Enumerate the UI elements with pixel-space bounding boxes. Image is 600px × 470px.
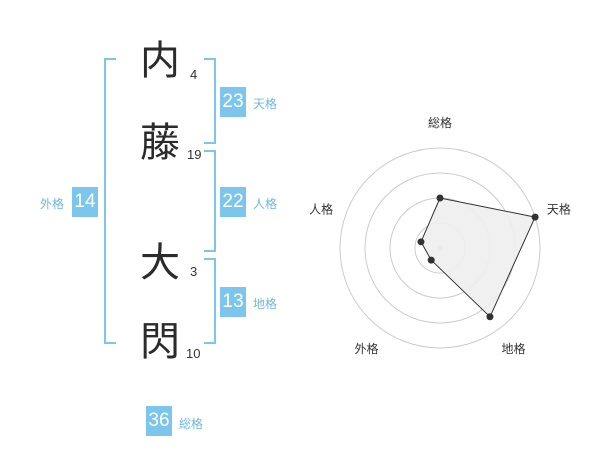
radar-point-2 <box>531 213 539 221</box>
stroke-count-3: 3 <box>190 264 198 279</box>
soukaku-value: 36 <box>146 406 172 436</box>
name-char-2: 藤 <box>140 120 180 166</box>
radar-point-1 <box>436 194 444 202</box>
jinkaku-bracket <box>204 150 216 252</box>
radar-series-polygon <box>420 197 536 318</box>
radar-axis-label: 地格 <box>501 341 525 356</box>
chikaku-bracket <box>204 258 216 344</box>
radar-axis-label: 天格 <box>547 201 571 216</box>
soukaku-label: 総格 <box>179 417 204 431</box>
radar-axis-label: 外格 <box>354 341 378 356</box>
tenkaku-value: 23 <box>220 87 246 117</box>
jinkaku-value: 22 <box>220 187 246 217</box>
jinkaku-label: 人格 <box>253 197 278 211</box>
radar-point-3 <box>486 313 494 321</box>
gaikaku-bracket <box>104 58 116 344</box>
tenkaku-label: 天格 <box>253 97 278 111</box>
name-char-4: 閃 <box>140 319 180 365</box>
name-char-3: 大 <box>140 240 180 286</box>
chikaku-value: 13 <box>220 287 246 317</box>
radar-point-4 <box>427 256 435 264</box>
gaikaku-value: 14 <box>72 187 98 217</box>
stroke-count-1: 4 <box>190 67 198 82</box>
radar-axis-label: 総格 <box>428 115 452 130</box>
tenkaku-bracket <box>204 58 216 144</box>
stroke-count-2: 19 <box>187 147 202 162</box>
radar-grid-ring <box>339 147 541 349</box>
chikaku-label: 地格 <box>253 297 278 311</box>
name-char-1: 内 <box>140 38 180 84</box>
stroke-count-4: 10 <box>186 346 201 361</box>
radar-axis-label: 人格 <box>309 201 333 216</box>
radar-point-5 <box>417 238 425 246</box>
gaikaku-label: 外格 <box>40 197 65 211</box>
